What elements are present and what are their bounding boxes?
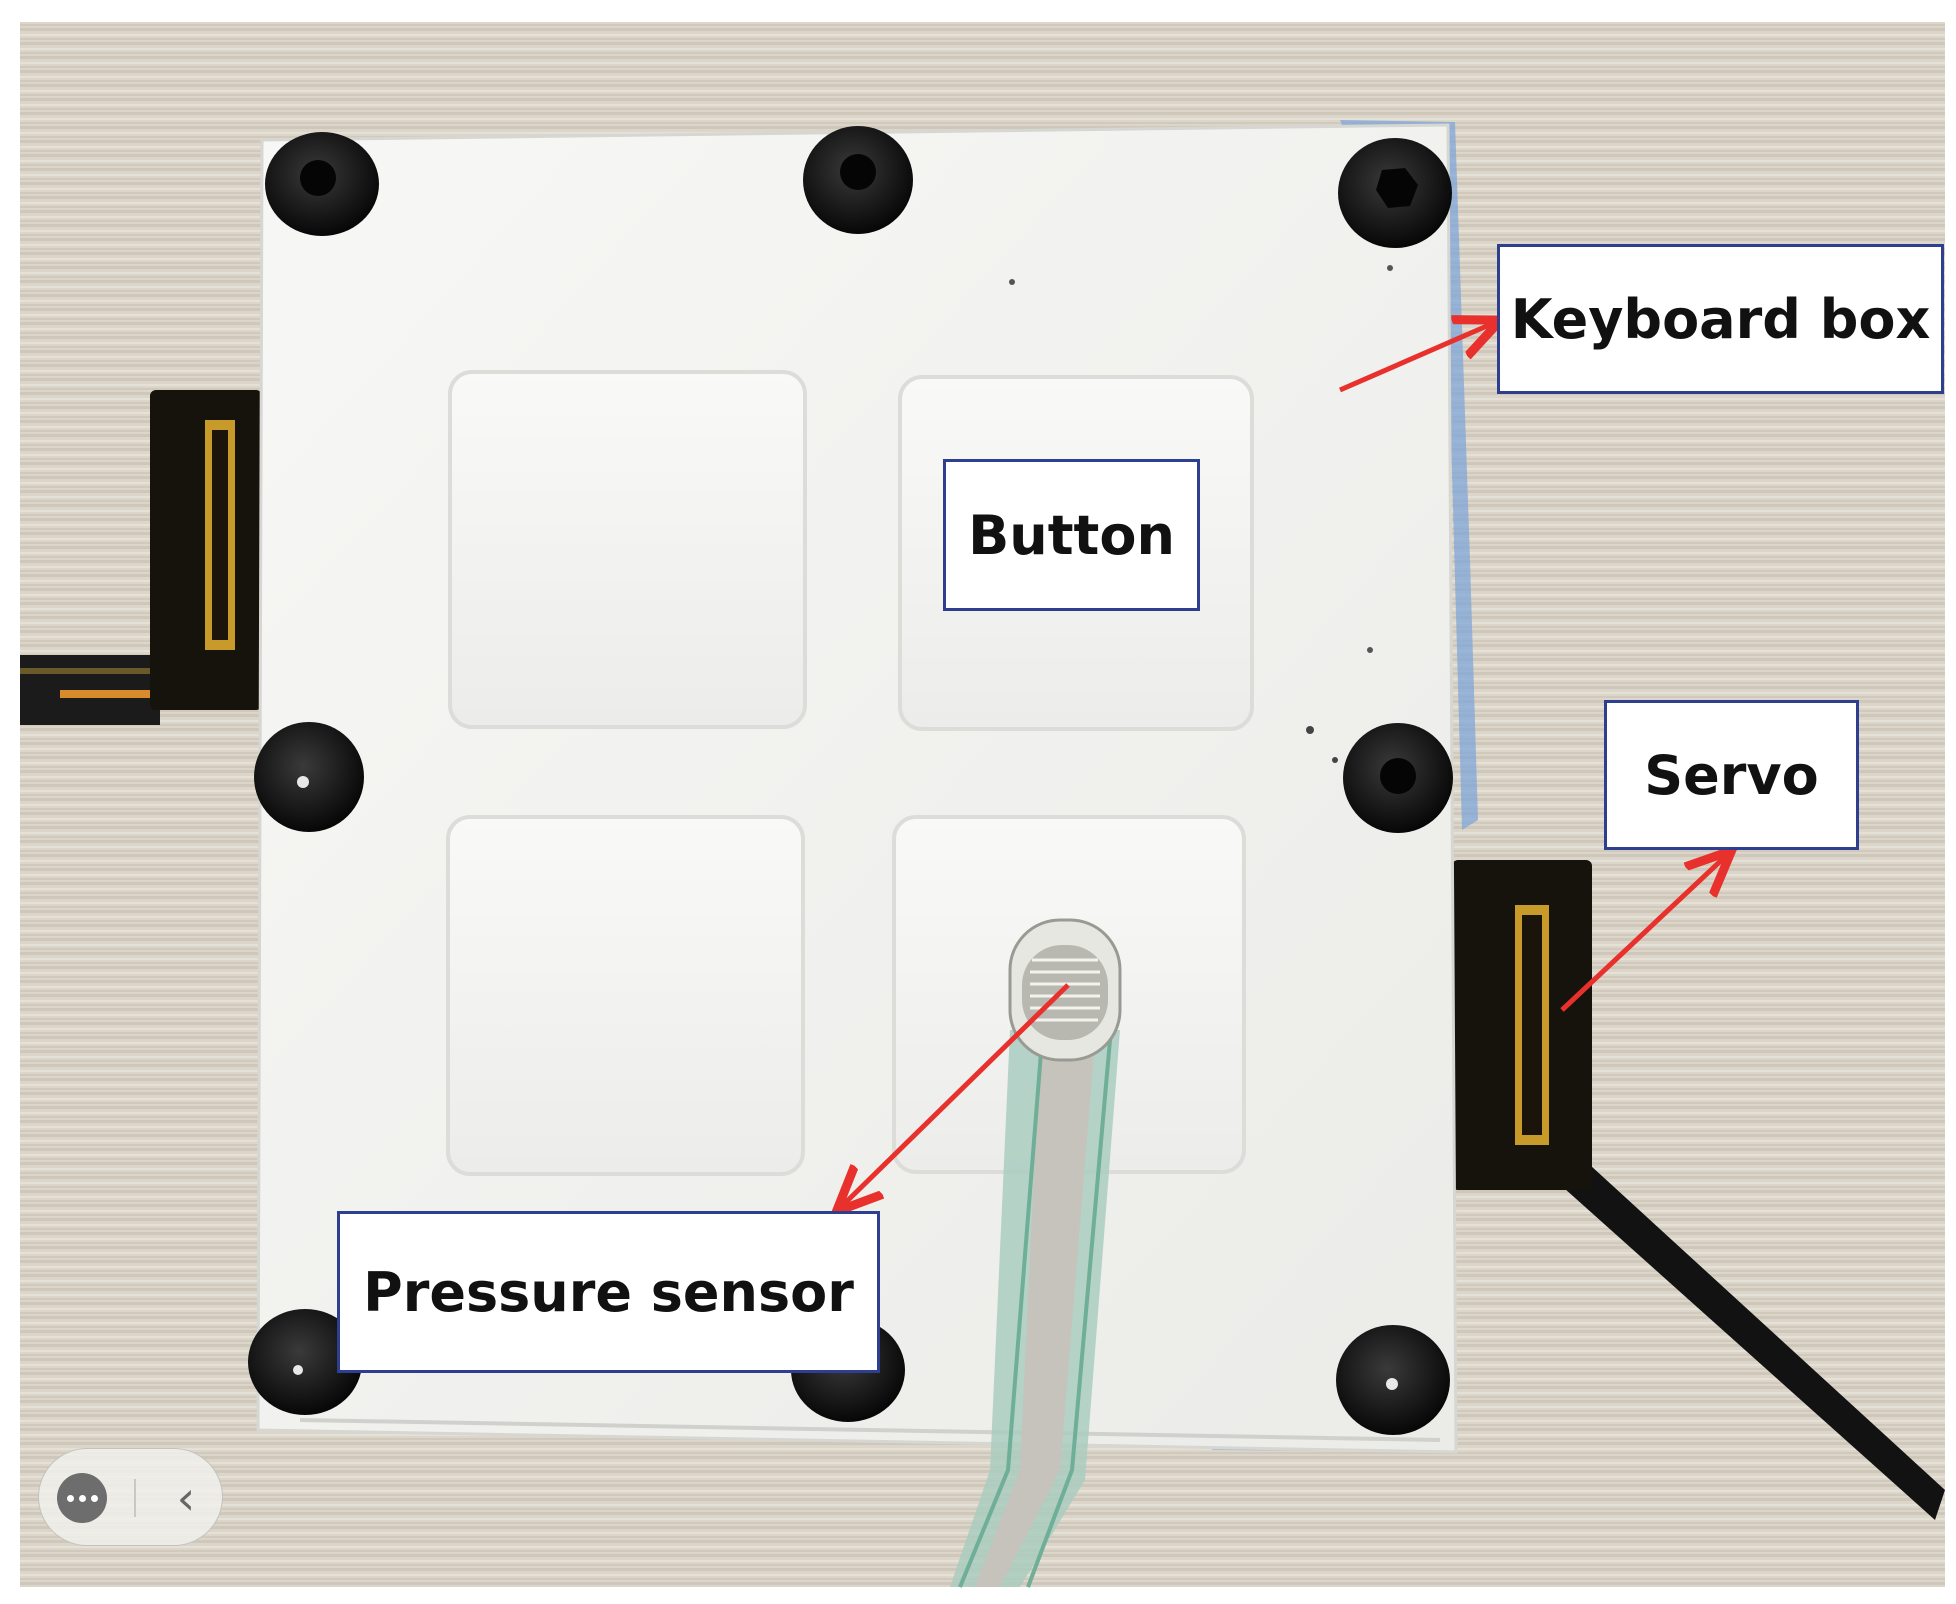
label-pressure-sensor: Pressure sensor: [337, 1211, 880, 1373]
bolt-top-right: [1338, 138, 1452, 248]
bolt-middle-right: [1343, 723, 1453, 833]
arrow-pressure-sensor: [840, 983, 1070, 1208]
bolt-bottom-right: [1336, 1325, 1450, 1435]
label-keyboard-box: Keyboard box: [1497, 244, 1944, 394]
left-servo: [20, 390, 262, 725]
bolt-top-left: [265, 132, 379, 236]
chevron-left-icon[interactable]: ‹: [176, 1471, 196, 1525]
bolt-middle-left: [254, 722, 364, 832]
bolt-top-middle: [803, 126, 913, 234]
arrow-keyboard-box: [1339, 322, 1496, 393]
more-dots-icon[interactable]: [57, 1473, 107, 1523]
right-servo: [1452, 860, 1945, 1520]
key-cap-bottom-left: [446, 815, 805, 1176]
image-viewer-controls: ‹: [38, 1448, 223, 1546]
bolt-bottom-left: [248, 1309, 362, 1415]
label-servo: Servo: [1604, 700, 1859, 850]
controls-divider: [134, 1479, 136, 1517]
key-cap-top-left: [448, 370, 807, 729]
arrow-servo: [1560, 854, 1728, 1012]
label-button: Button: [943, 459, 1200, 611]
